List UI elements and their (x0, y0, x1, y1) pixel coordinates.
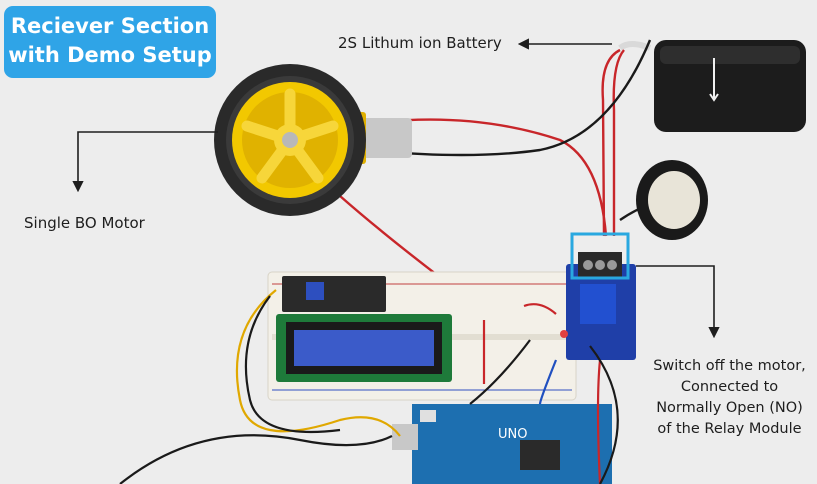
arduino-board: UNO (412, 404, 612, 484)
buzzer (636, 160, 708, 240)
motor-label: Single BO Motor (24, 214, 145, 232)
battery-label: 2S Lithum ion Battery (338, 34, 502, 52)
battery-pack (618, 40, 806, 132)
bo-motor (214, 64, 412, 216)
usb-connector (392, 424, 418, 450)
switch-label-line-3: Normally Open (NO) (656, 400, 803, 416)
arduino-label: UNO (498, 427, 527, 442)
jumper-wires (119, 289, 619, 484)
title-line-2: with Demo Setup (8, 43, 212, 67)
red-led (560, 330, 568, 338)
title-line-1: Reciever Section (10, 14, 210, 38)
battery-wires (339, 39, 673, 301)
switch-label-line-4: of the Relay Module (657, 421, 802, 437)
no-terminal-highlight (570, 232, 630, 280)
relay-module (566, 252, 636, 360)
callout-lines (72, 38, 720, 339)
section-title-badge: Reciever Section with Demo Setup (4, 6, 216, 78)
lcd-module (276, 276, 452, 382)
switch-label-line-2: Connected to (680, 379, 779, 395)
relay-callout-arrow (636, 265, 720, 339)
motor-callout-arrow (72, 131, 218, 193)
relay-switch-label: Switch off the motor, Connected to Norma… (642, 356, 817, 440)
switch-label-line-1: Switch off the motor, (653, 358, 806, 374)
